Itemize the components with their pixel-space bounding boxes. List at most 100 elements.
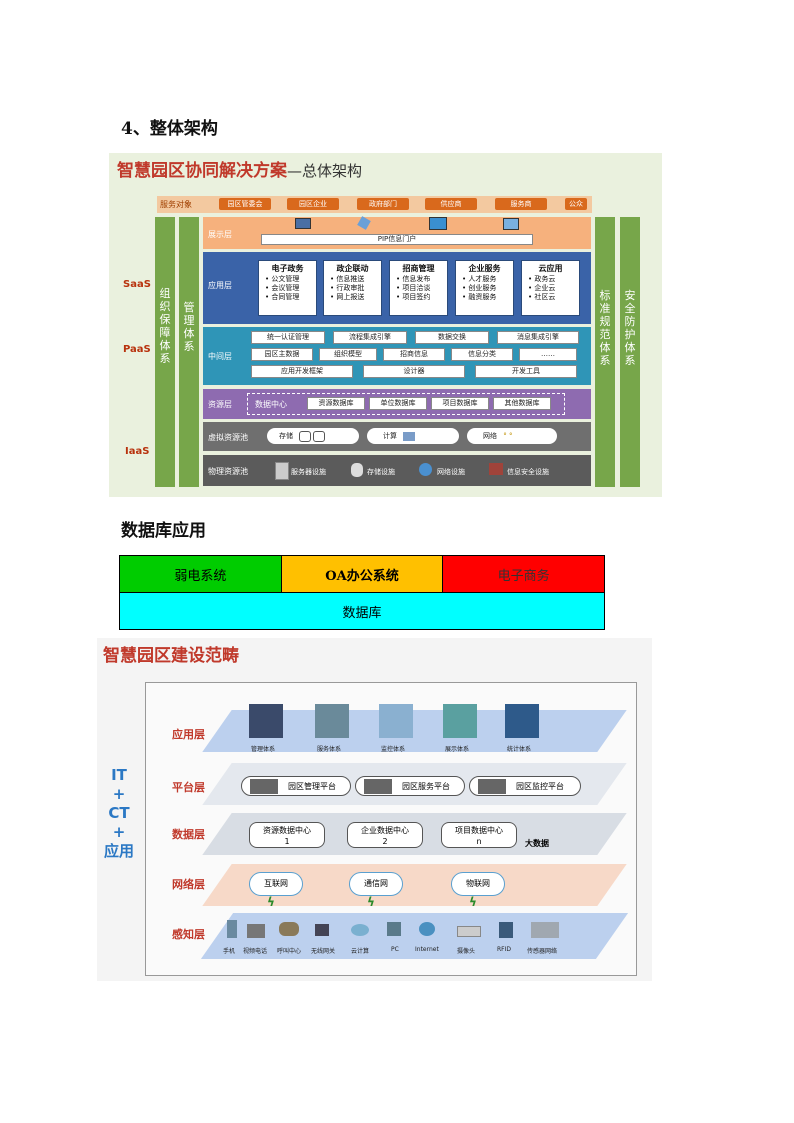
vertical-bar-standard: 标准规范体系 — [595, 217, 615, 487]
middle-item: …… — [519, 348, 577, 361]
middle-item: 信息分类 — [451, 348, 513, 361]
management-image — [249, 704, 283, 738]
service-target: 服务商 — [495, 198, 547, 210]
cloud-computing-icon — [351, 924, 369, 936]
physical-resource-layer: 物理资源池 服务器设施 存储设施 网络设施 信息安全设施 — [203, 455, 591, 486]
firewall-icon — [489, 463, 503, 475]
resource-item: 资源数据库 — [307, 397, 365, 410]
database-table: 弱电系统 OA办公系统 电子商务 数据库 — [119, 555, 605, 630]
network-cloud: 通信网 — [349, 872, 403, 896]
compute-pool: 计算 — [367, 428, 459, 444]
section-heading: 4、整体架构 — [121, 119, 218, 139]
service-target: 公众 — [565, 198, 587, 210]
app-box: 电子政务 • 公文管理 • 会议管理 • 合同管理 — [258, 260, 317, 316]
physical-item: 存储设施 — [367, 468, 395, 476]
portal-box: PIP信息门户 — [261, 234, 533, 245]
lightning-icon: ϟ — [469, 895, 477, 909]
figure-title-sub: —总体架构 — [287, 162, 363, 180]
layer-name: 应用层 — [172, 728, 205, 741]
disk-icon — [313, 430, 326, 442]
network-cloud: 互联网 — [249, 872, 303, 896]
vertical-bar-security: 安全防护体系 — [620, 217, 640, 487]
app-box: 企业服务 • 人才服务 • 创业服务 • 融资服务 — [455, 260, 514, 316]
platform-box: 园区服务平台 — [355, 776, 465, 796]
middle-item: 开发工具 — [475, 365, 577, 378]
db-cell-ecommerce: 电子商务 — [442, 555, 605, 593]
physical-item: 服务器设施 — [291, 468, 326, 476]
sensor-label: 传感器网络 — [527, 948, 558, 955]
app-item: 监控体系 — [381, 746, 406, 753]
middle-item: 园区主数据 — [251, 348, 313, 361]
virtual-resource-layer: 虚拟资源池 存储 计算 网络 ° ° — [203, 422, 591, 451]
sensor-label: PC — [391, 946, 399, 953]
layer-name: 网络层 — [172, 878, 205, 891]
laptop-icon — [503, 218, 519, 230]
db-cell-weak-current: 弱电系统 — [119, 555, 282, 593]
resource-frame — [247, 393, 565, 415]
phone-icon — [357, 216, 371, 230]
layer-name: 应用层 — [208, 281, 232, 290]
middle-item: 招商信息 — [383, 348, 445, 361]
figure-title: 智慧园区建设范畴 — [103, 646, 239, 666]
sensor-label: RFID — [497, 946, 512, 953]
layer-name: 中间层 — [208, 352, 232, 361]
storage-icon — [351, 463, 363, 477]
architecture-figure: 智慧园区协同解决方案—总体架构 服务对象 园区管委会 园区企业 政府部门 供应商… — [109, 153, 662, 497]
service-target: 政府部门 — [357, 198, 409, 210]
monitor-image — [379, 704, 413, 738]
figure-title-main: 智慧园区协同解决方案 — [117, 161, 287, 181]
service-target: 供应商 — [425, 198, 477, 210]
physical-item: 信息安全设施 — [507, 468, 549, 476]
network-pool: 网络 ° ° — [467, 428, 557, 444]
resource-layer: 资源层 数据中心 资源数据库 单位数据库 项目数据库 其他数据库 — [203, 389, 591, 419]
app-box: 招商管理 • 信息发布 • 项目洽谈 • 项目签约 — [389, 260, 448, 316]
disk-icon — [299, 430, 312, 442]
layer-name: 资源层 — [208, 400, 232, 409]
vertical-bar-mgmt: 管理体系 — [179, 217, 199, 487]
platform-box: 园区监控平台 — [469, 776, 581, 796]
physical-item: 网络设施 — [437, 468, 465, 476]
app-box: 政企联动 • 信息推送 • 行政审批 • 网上报送 — [323, 260, 382, 316]
camera-icon — [457, 926, 481, 937]
sensor-network-icon — [531, 922, 559, 938]
layer-name: 平台层 — [172, 781, 205, 794]
big-data-label: 大数据 — [525, 839, 549, 848]
vertical-bar-label: 管理体系 — [183, 301, 195, 353]
sensor-label: 摄像头 — [457, 948, 476, 955]
it-ct-label: IT + CT + 应用 — [103, 766, 134, 860]
layer-name: 展示层 — [208, 230, 232, 239]
server-icon — [478, 779, 506, 794]
middle-item: 统一认证管理 — [251, 331, 325, 344]
pc-icon — [387, 922, 401, 936]
display-layer: 展示层 PIP信息门户 — [203, 216, 591, 249]
middle-item: 组织模型 — [319, 348, 377, 361]
layer-name: 数据层 — [172, 828, 205, 841]
resource-item: 单位数据库 — [369, 397, 427, 410]
sensor-label: 手机 — [223, 948, 236, 955]
vertical-bar-label: 安全防护体系 — [624, 289, 636, 367]
server-icon — [250, 779, 278, 794]
middle-item: 消息集成引擎 — [497, 331, 579, 344]
globe-icon — [419, 463, 432, 476]
wireless-gateway-icon — [315, 924, 329, 936]
server-icon — [403, 431, 416, 441]
resource-item: 数据中心 — [255, 400, 287, 409]
iaas-label: IaaS — [125, 446, 150, 457]
app-item: 服务体系 — [317, 746, 342, 753]
antenna-icon: ° ° — [503, 432, 513, 440]
sensor-label: 云计算 — [351, 948, 370, 955]
middle-layer: 中间层 统一认证管理 流程集成引擎 数据交换 消息集成引擎 园区主数据 组织模型… — [203, 327, 591, 385]
lightning-icon: ϟ — [267, 895, 275, 909]
network-cloud: 物联网 — [451, 872, 505, 896]
video-phone-icon — [247, 924, 265, 938]
application-layer: 应用层 电子政务 • 公文管理 • 会议管理 • 合同管理 政企联动 • 信息推… — [203, 252, 591, 324]
sensor-label: 视频电话 — [243, 948, 268, 955]
platform-box: 园区管理平台 — [241, 776, 351, 796]
app-item: 管理体系 — [251, 746, 276, 753]
tablet-icon — [429, 217, 447, 230]
db-cell-oa: OA办公系统 — [280, 555, 444, 593]
middle-item: 数据交换 — [415, 331, 489, 344]
server-icon — [364, 779, 392, 794]
